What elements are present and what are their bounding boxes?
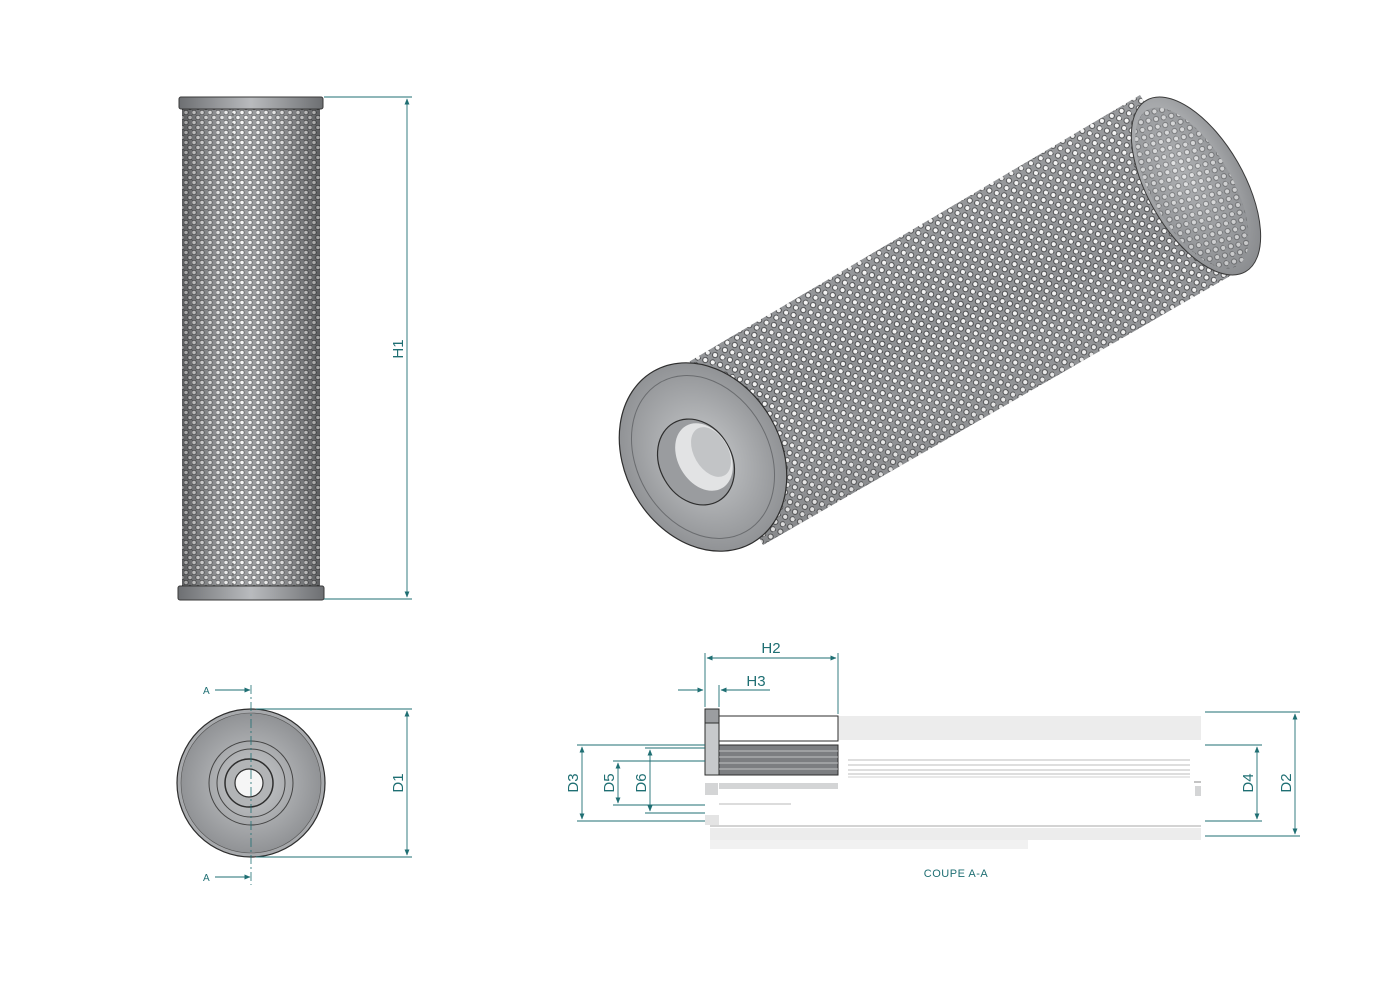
d4-label: D4 (1240, 773, 1257, 792)
top-end-cap (178, 96, 324, 110)
end-view: A A D1 (176, 685, 412, 885)
isometric-view (618, 95, 1262, 552)
h2-label: H2 (761, 640, 780, 657)
d3-label: D3 (565, 773, 582, 792)
section-marker-bottom: A (203, 873, 210, 884)
h1-label: H1 (390, 339, 407, 358)
section-caption: COUPE A-A (924, 868, 989, 880)
section-end-cap-flange (704, 708, 720, 724)
front-elevation-view: H1 (177, 96, 412, 601)
section-pleated-media (718, 744, 839, 776)
d1-label: D1 (390, 773, 407, 792)
d5-label: D5 (601, 773, 618, 792)
h3-label: H3 (746, 673, 765, 690)
bottom-end-cap (177, 585, 325, 601)
section-marker-top: A (203, 686, 210, 697)
d6-label: D6 (633, 773, 650, 792)
d2-label: D2 (1278, 773, 1295, 792)
section-view-a-a: H2 H3 D3 D5 D6 D4 D2 COUPE A-A (565, 640, 1300, 880)
